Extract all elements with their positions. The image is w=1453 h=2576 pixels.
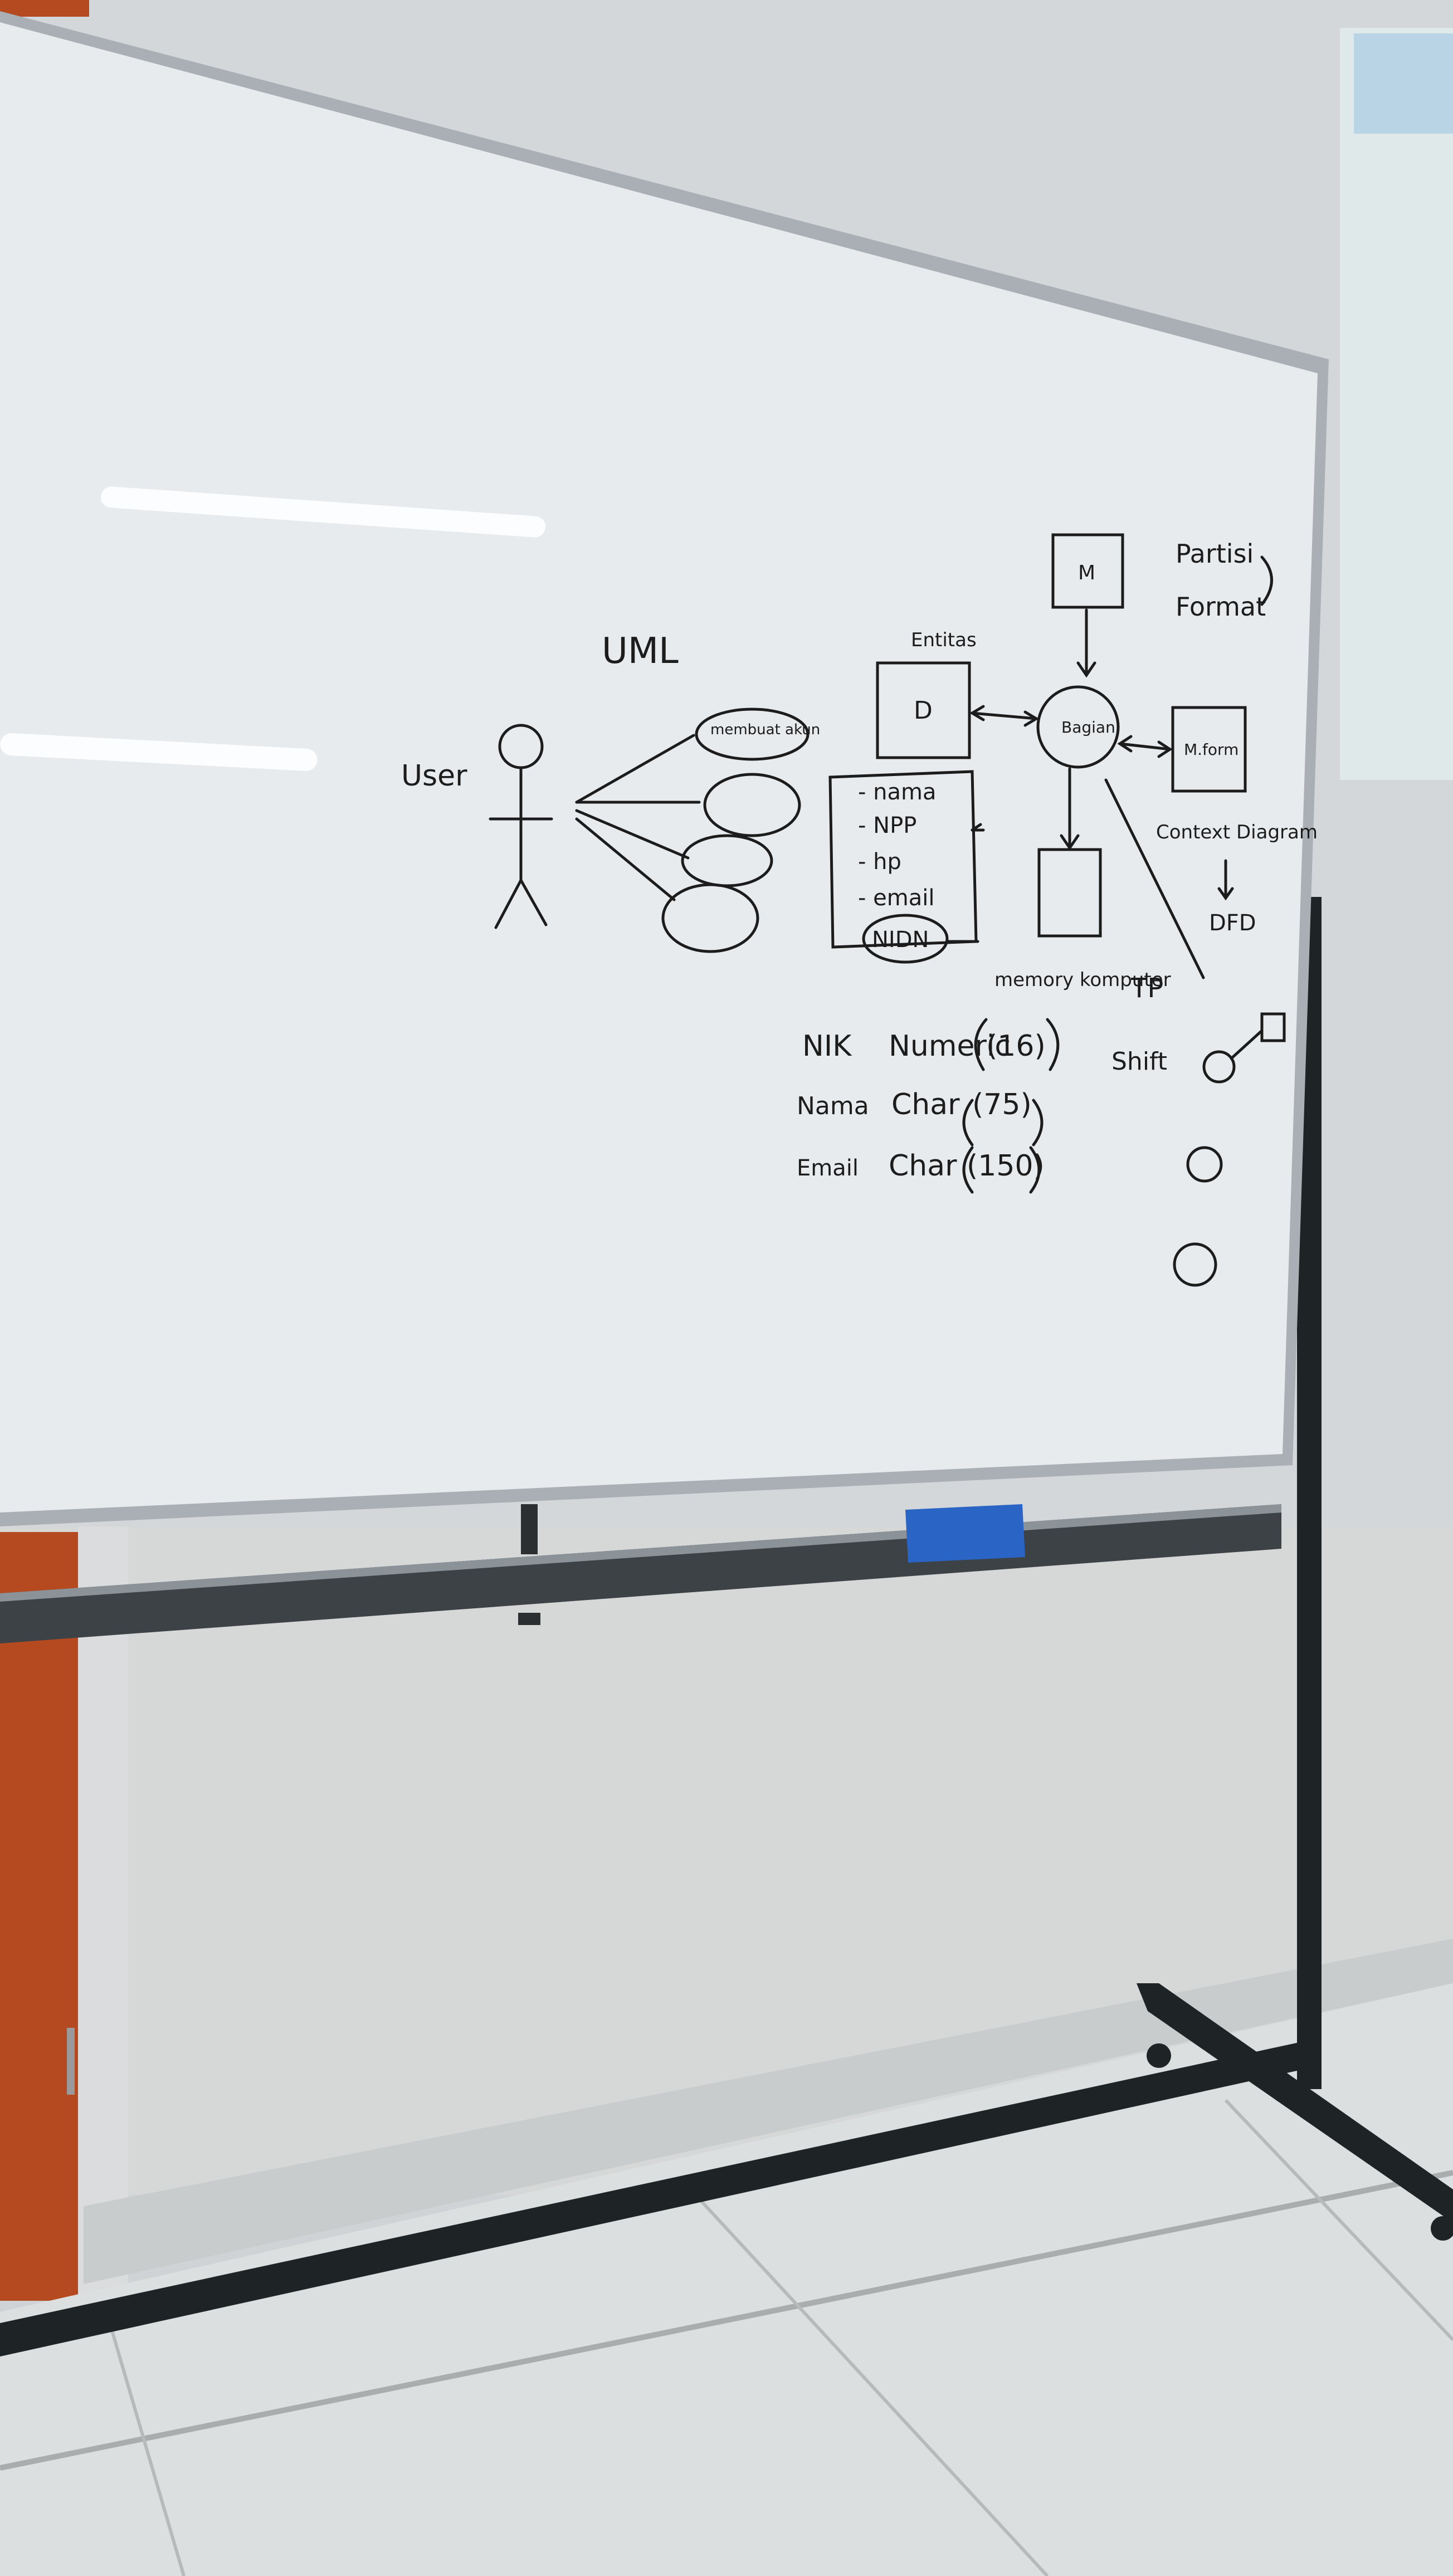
attribute-item: - nama (858, 779, 937, 805)
usecase-label: membuat akun (710, 721, 820, 738)
field-size: (75) (972, 1088, 1032, 1121)
field-type: Char (889, 1149, 957, 1183)
entity-box-letter: D (914, 696, 933, 725)
stand-leg (1137, 1983, 1453, 2223)
field-name: NIK (802, 1030, 852, 1063)
partisi-label: Partisi (1176, 539, 1254, 569)
door-frame (78, 1526, 128, 2306)
format-label: Format (1176, 592, 1266, 622)
attribute-item: - email (858, 885, 934, 911)
eraser (905, 1504, 1025, 1563)
memory-label: memory komputer (994, 969, 1171, 991)
field-size: (16) (986, 1030, 1046, 1063)
usecase-ellipse (681, 834, 773, 887)
m-box-right-label: M.form (1184, 740, 1239, 759)
usecase-ellipse (695, 708, 810, 761)
usecase-ellipse (703, 773, 801, 837)
entity-box (876, 661, 971, 759)
right-window-light (1340, 28, 1453, 780)
storage-box (1037, 848, 1102, 938)
field-name: Email (797, 1155, 859, 1181)
field-type: Numeric (889, 1030, 1011, 1063)
m-box-top (1051, 533, 1124, 609)
process-label: Bagian (1061, 718, 1115, 736)
attribute-item: NIDN (872, 927, 929, 953)
field-size: (150) (967, 1149, 1045, 1183)
actor-stick-figure (489, 724, 553, 929)
usecase-ellipse (661, 883, 759, 953)
side-note: Shift (1111, 1047, 1167, 1076)
context-diagram-label: Context Diagram (1156, 821, 1318, 843)
dfd-label: DFD (1209, 910, 1256, 936)
shape-square (1260, 1012, 1286, 1042)
tp-label: TP (1130, 973, 1163, 1004)
floor (0, 1983, 1453, 2576)
m-box-top-letter: M (1078, 562, 1095, 584)
entitas-label: Entitas (911, 629, 977, 651)
shape-circle (1173, 1242, 1217, 1287)
uml-title: UML (602, 631, 679, 672)
whiteboard-surface (0, 22, 1318, 1513)
door (0, 1532, 78, 2301)
shape-circle (1186, 1146, 1223, 1183)
field-type: Char (891, 1088, 960, 1121)
actor-label: User (401, 759, 467, 793)
attribute-item: - NPP (858, 813, 916, 838)
field-name: Nama (797, 1092, 869, 1120)
process-circle (1036, 685, 1120, 769)
m-box-right (1171, 706, 1247, 793)
shape-circle (1202, 1050, 1236, 1084)
stand-base-bar (0, 2039, 1315, 2357)
attribute-item: - hp (858, 849, 901, 875)
